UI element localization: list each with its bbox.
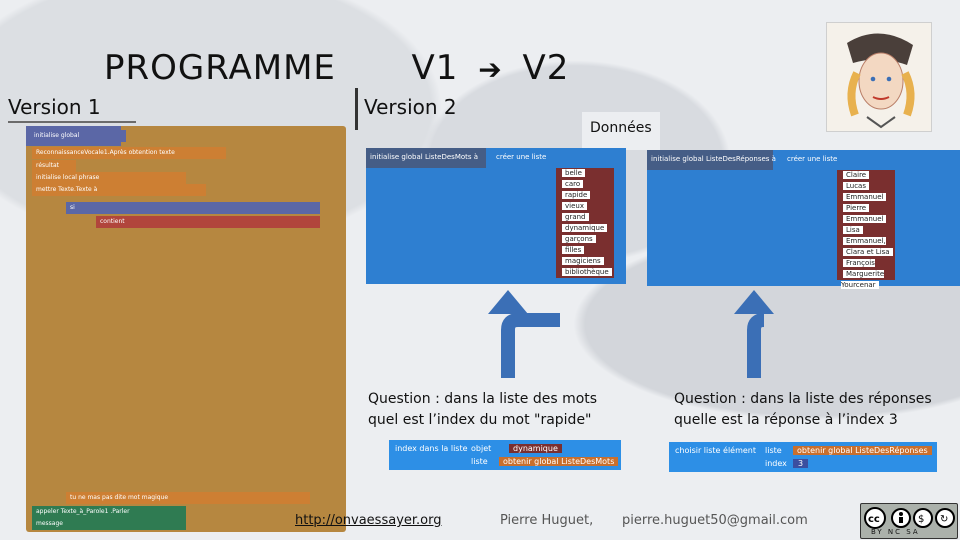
contient-text: contient <box>100 218 125 225</box>
list-answers-create: créer une liste <box>787 155 838 163</box>
list-item: bibliothèque <box>556 267 614 278</box>
list-item-text: bibliothèque <box>562 268 612 276</box>
list-item: Clara et Lisa <box>837 247 895 258</box>
portrait-image <box>826 22 932 132</box>
b2-label: choisir liste élément <box>675 446 757 455</box>
svg-text:↻: ↻ <box>940 514 948 525</box>
mettre-texte: mettre Texte.Texte à <box>36 186 98 193</box>
list-words-create: créer une liste <box>496 153 547 161</box>
b2-listeval: obtenir global ListeDesRéponses <box>793 446 932 455</box>
list-words-head <box>366 148 486 168</box>
list-item-text: vieux <box>562 202 587 210</box>
b2-indexval: 3 <box>793 459 809 468</box>
list-item-text: belle <box>562 169 585 177</box>
b1-liste: liste <box>471 457 488 466</box>
link-arrows <box>488 290 774 378</box>
question-1: Question : dans la liste des mots quel e… <box>368 391 598 428</box>
list-item: magiciens <box>556 256 614 267</box>
donnees-label: Données <box>582 112 660 150</box>
list-item: François Hollande <box>837 258 895 278</box>
list-item: belle <box>556 168 614 179</box>
author-name: Pierre Huguet, <box>500 513 594 528</box>
b1-objval: dynamique <box>509 444 562 453</box>
appeler-text: appeler Texte_à_Parole1 .Parler <box>36 508 130 515</box>
list-item: Pierre <box>837 203 895 214</box>
svg-text:cc: cc <box>868 514 880 525</box>
answer-block-1[interactable]: index dans la liste objet dynamique list… <box>389 440 621 470</box>
list-item-text: Emmanuel <box>843 215 887 223</box>
b2-index: index <box>765 459 787 468</box>
list-item: garçons <box>556 234 614 245</box>
list-item-text: Lisa <box>843 226 863 234</box>
author-email: pierre.huguet50@gmail.com <box>622 513 808 528</box>
result-text: résultat <box>36 162 60 169</box>
list-item: Emmanuel <box>837 192 895 203</box>
list-item: rapide <box>556 190 614 201</box>
list-item-text: garçons <box>562 235 596 243</box>
list-item: Marguerite Yourcenar <box>837 269 895 289</box>
list-item: Lucas <box>837 181 895 192</box>
list-item: Claire <box>837 170 895 181</box>
list-item-text: dynamique <box>562 224 608 232</box>
b2-liste: liste <box>765 446 782 455</box>
message-text: message <box>36 520 63 527</box>
list-item: Lisa <box>837 225 895 236</box>
list-answers-head <box>647 150 773 170</box>
condition-si: si <box>70 204 75 211</box>
website-link[interactable]: http://onvaessayer.org <box>295 513 442 528</box>
divider <box>8 121 136 123</box>
arrow-right-icon: ➔ <box>478 53 503 86</box>
list-words-block[interactable]: initialise global ListeDesMots à créer u… <box>366 148 626 284</box>
answer-block-2[interactable]: choisir liste élément liste obtenir glob… <box>669 442 937 472</box>
list-item-text: Emmanuel <box>843 193 887 201</box>
list-item: filles <box>556 245 614 256</box>
list-item: Emmanuel, Lucas, et Pierre <box>837 236 895 267</box>
list-answers-init: initialise global ListeDesRéponses à <box>651 155 776 163</box>
title-v1: V1 <box>411 48 459 88</box>
v1-program-blocks[interactable]: initialise global ReconnaissanceVocale1.… <box>26 126 346 532</box>
list-item: caro <box>556 179 614 190</box>
license-text: BY NC SA <box>871 528 920 536</box>
list-item-text: filles <box>562 246 585 254</box>
list-item-text: caro <box>562 180 584 188</box>
cc-by-nc-sa-icon: cc $ ↻ BY NC SA <box>860 503 958 539</box>
b1-label: index dans la liste <box>395 444 468 453</box>
list-item-text: Lucas <box>843 182 869 190</box>
title-programme: PROGRAMME <box>104 48 336 88</box>
b1-obj: objet <box>471 444 492 453</box>
list-item: grand <box>556 212 614 223</box>
list-item-text: Pierre <box>843 204 870 212</box>
list-item: dynamique <box>556 223 614 234</box>
title-v2: V2 <box>522 48 570 88</box>
question-2: Question : dans la liste des réponses qu… <box>674 391 932 428</box>
list-item-text: Clara et Lisa <box>843 248 893 256</box>
list-item-text: magiciens <box>562 257 604 265</box>
b1-listeval: obtenir global ListeDesMots <box>499 457 619 466</box>
list-item-text: Claire <box>843 171 870 179</box>
list-item: vieux <box>556 201 614 212</box>
list-item: Emmanuel <box>837 214 895 225</box>
event-text: ReconnaissanceVocale1.Après obtention te… <box>36 149 175 156</box>
list-words-init: initialise global ListeDesMots à <box>370 153 479 161</box>
local-text: initialise local phrase <box>36 174 100 181</box>
version2-label: Version 2 <box>364 95 457 119</box>
list-item-text: grand <box>562 213 589 221</box>
init-global-text: initialise global <box>34 132 80 139</box>
svg-text:$: $ <box>918 514 924 525</box>
list-item-text: rapide <box>562 191 591 199</box>
slide-title: PROGRAMME V1 ➔ V2 <box>104 48 569 88</box>
divider-vertical <box>355 88 358 130</box>
fallback-text: tu ne mas pas dite mot magique <box>70 494 169 501</box>
list-answers-block[interactable]: initialise global ListeDesRéponses à cré… <box>647 150 960 289</box>
version1-label: Version 1 <box>8 95 101 119</box>
